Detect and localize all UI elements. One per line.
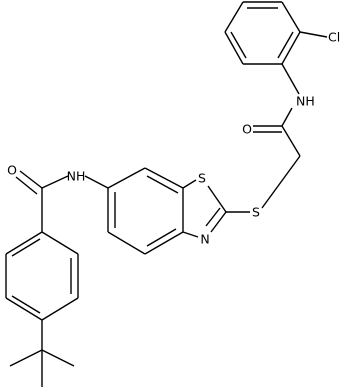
thiazole-nitrogen-label: N [200, 232, 209, 247]
carbonyl-oxygen-top-label: O [242, 122, 252, 137]
carbonyl-oxygen-left-label: O [7, 163, 17, 178]
thiazole-sulfur-label: S [198, 171, 206, 186]
amide-nitrogen-top-label: NH [296, 94, 315, 109]
atom-label-layer: Cl NH O S S N NH O [7, 30, 340, 247]
thioether-sulfur-label: S [252, 205, 260, 220]
amide-nitrogen-left-label: NH [67, 169, 86, 184]
chlorine-label: Cl [328, 30, 340, 45]
bond-layer [5, 1, 328, 387]
